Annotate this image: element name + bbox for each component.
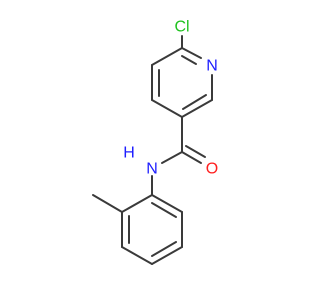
bond-t6-t1-inner <box>151 202 177 218</box>
bond-n1-c6 <box>181 47 202 59</box>
bond-c6-c5 <box>151 47 183 66</box>
bond-c4-c3 <box>151 99 183 118</box>
bond-t6-t1 <box>151 194 183 213</box>
bond-c-o-outer <box>181 151 202 164</box>
bond-t3-t4 <box>121 246 153 265</box>
pyridine-ring <box>151 47 213 118</box>
ring-nitrogen-label: N <box>206 58 218 75</box>
amide-group <box>151 116 206 196</box>
bond-t4-t5-inner <box>151 241 177 257</box>
bond-methyl <box>92 194 123 213</box>
bond-t1-t2 <box>121 194 153 213</box>
bond-n1-c6-inner <box>181 55 197 65</box>
bond-c3-c2-inner <box>182 94 207 110</box>
bond-t4-t5 <box>151 246 183 265</box>
chlorine-label: Cl <box>174 19 189 36</box>
tolyl-ring <box>92 194 183 265</box>
bond-c-o-inner <box>185 145 206 158</box>
chemical-structure-diagram: Cl N O H N <box>92 19 218 265</box>
amide-hydrogen-label: H <box>123 145 135 162</box>
bond-c3-c2 <box>181 99 213 118</box>
amide-nitrogen-label: N <box>146 161 158 178</box>
bond-carbonyl-n <box>161 151 183 164</box>
carbonyl-oxygen-label: O <box>206 161 218 178</box>
